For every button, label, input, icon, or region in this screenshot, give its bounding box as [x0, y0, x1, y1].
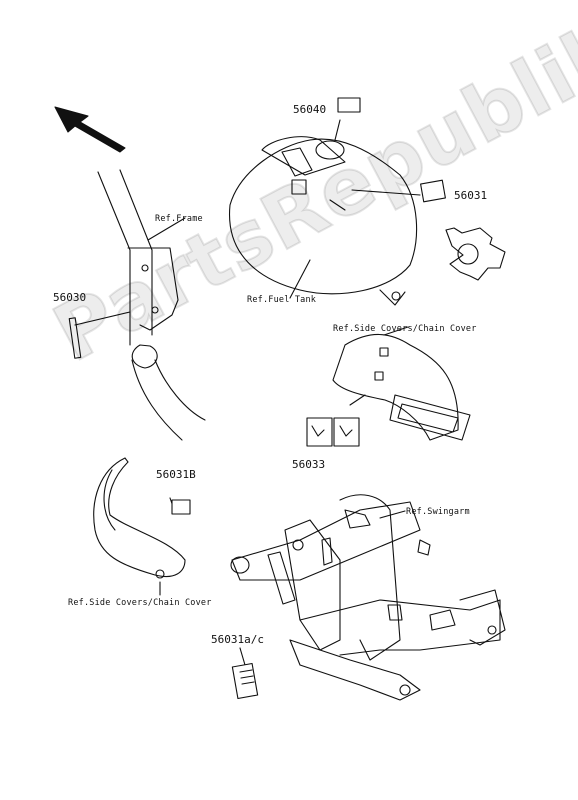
part-number-56033: 56033 — [292, 458, 326, 471]
fuel-tank-part — [229, 136, 418, 306]
part-number-56031ac: 56031a/c — [211, 633, 264, 646]
ref-frame-label: Ref.Frame — [155, 214, 203, 224]
part-number-56031B: 56031B — [156, 468, 196, 481]
part-number-56031: 56031 — [454, 189, 488, 202]
ref-side-covers-label-left: Ref.Side Covers/Chain Cover — [68, 598, 212, 608]
arrow-up-left-icon — [54, 106, 126, 153]
side-cover-left-part — [93, 457, 186, 579]
ref-swingarm-label: Ref.Swingarm — [406, 507, 470, 517]
gear-icon — [445, 227, 506, 281]
part-number-56030: 56030 — [53, 291, 87, 304]
ref-fuel-tank-label: Ref.Fuel Tank — [247, 295, 317, 305]
swingarm-part — [230, 494, 506, 701]
part-number-56040: 56040 — [293, 103, 327, 116]
ref-side-covers-label: Ref.Side Covers/Chain Cover — [333, 324, 477, 334]
frame-part — [97, 169, 206, 441]
